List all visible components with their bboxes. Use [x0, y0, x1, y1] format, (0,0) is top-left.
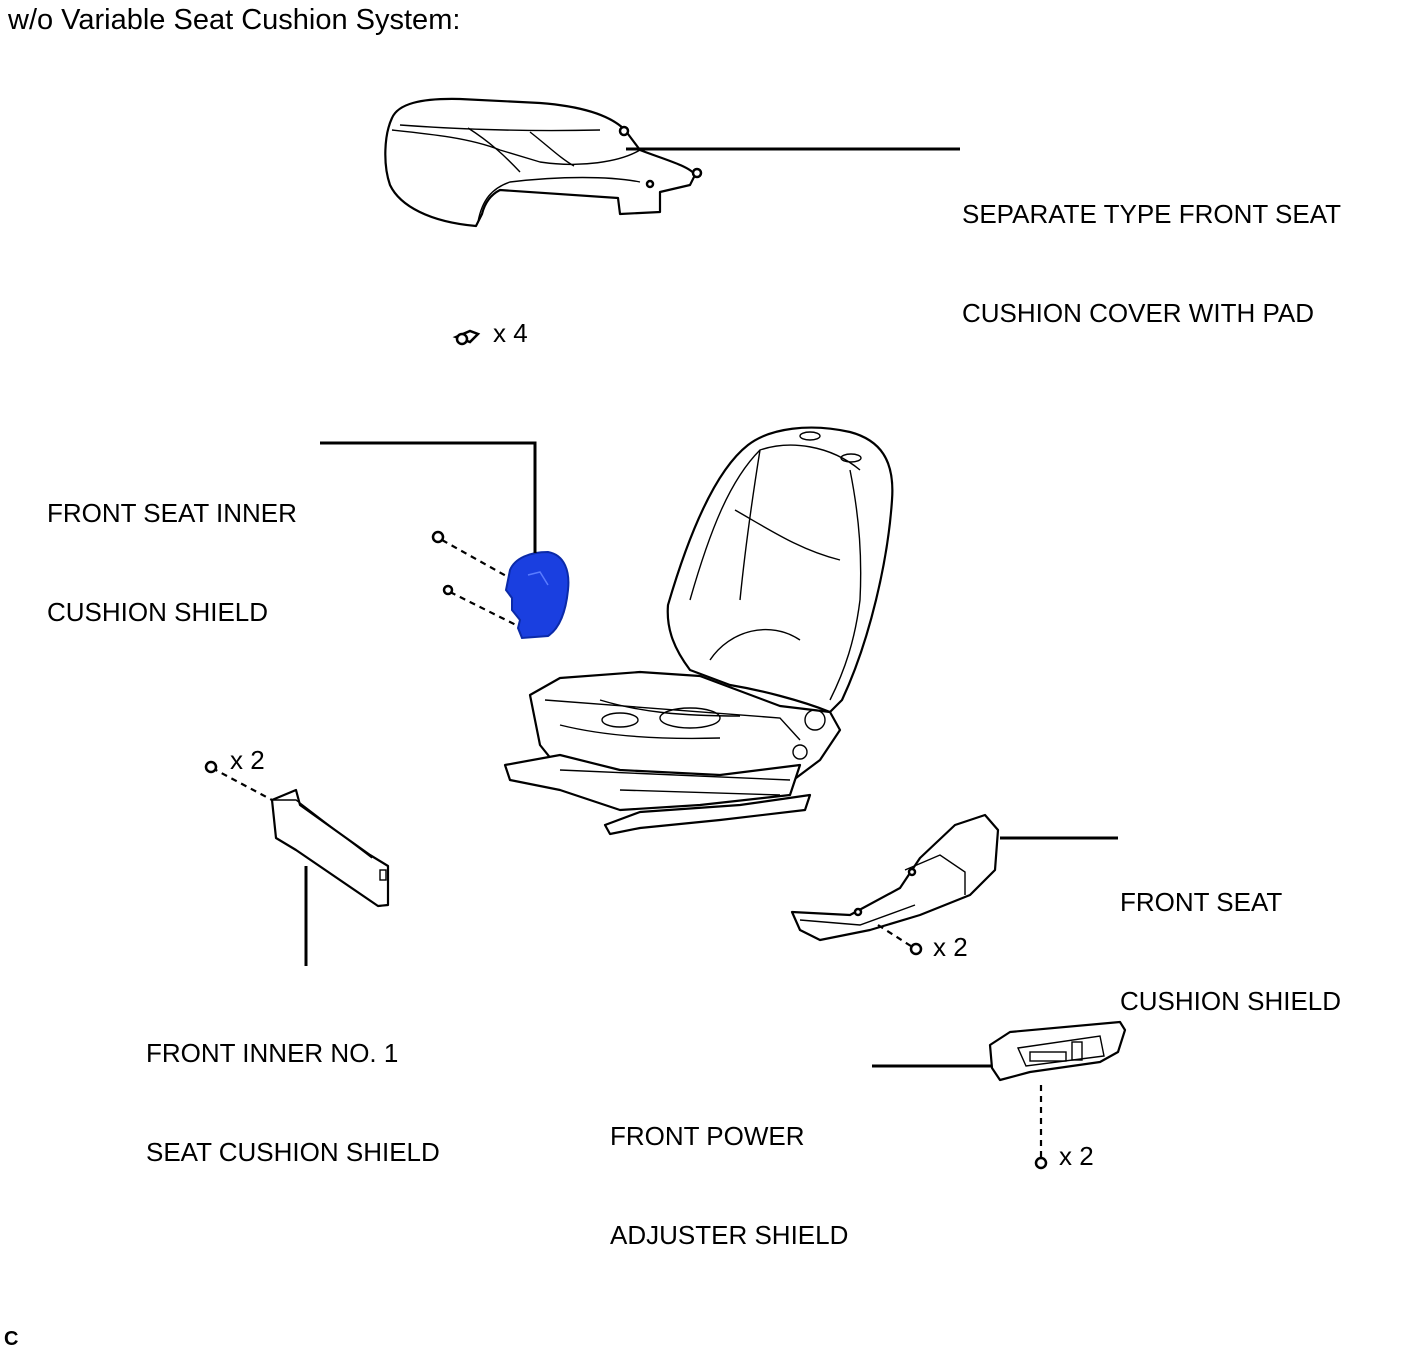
- label-line: FRONT POWER: [610, 1121, 805, 1151]
- screw-dash-line: [877, 924, 915, 949]
- clip-icon: [452, 329, 481, 346]
- inner-cushion-shield-leader-line: [320, 441, 537, 553]
- label-line: FRONT INNER NO. 1: [146, 1038, 399, 1068]
- cushion-shield-label: FRONT SEAT CUSHION SHIELD: [1120, 820, 1341, 1051]
- label-line: SEPARATE TYPE FRONT SEAT: [962, 199, 1342, 229]
- corner-mark: C: [4, 1328, 19, 1350]
- screw-dash-line: [441, 539, 509, 578]
- label-line: CUSHION SHIELD: [47, 597, 269, 627]
- screw-icon: [1034, 1156, 1048, 1170]
- power-adjuster-shield-illustration: [988, 1020, 1127, 1082]
- label-line: FRONT SEAT: [1120, 887, 1283, 917]
- inner-no1-screw-quantity: x 2: [230, 745, 265, 775]
- screw-dash-line: [449, 591, 517, 626]
- adjuster-screw-quantity: x 2: [1059, 1141, 1094, 1171]
- cushion-shield-illustration: [790, 813, 1000, 942]
- inner-cushion-shield-label: FRONT SEAT INNER CUSHION SHIELD: [47, 431, 297, 662]
- label-line: CUSHION COVER WITH PAD: [962, 298, 1314, 328]
- cushion-cover-label: SEPARATE TYPE FRONT SEAT CUSHION COVER W…: [962, 132, 1341, 363]
- inner-no1-shield-illustration: [270, 788, 390, 908]
- inner-no1-shield-label: FRONT INNER NO. 1 SEAT CUSHION SHIELD: [146, 971, 440, 1202]
- seat-cushion-cover-illustration: [384, 97, 703, 228]
- screw-icon: [442, 584, 454, 596]
- screw-icon: [204, 760, 218, 774]
- power-adjuster-shield-label: FRONT POWER ADJUSTER SHIELD: [610, 1054, 848, 1285]
- highlight-detail: [527, 571, 549, 586]
- screw-icon: [909, 942, 923, 956]
- label-line: FRONT SEAT INNER: [47, 498, 297, 528]
- inner-cushion-shield-highlight: [504, 550, 570, 640]
- seat-assembly-illustration: [503, 426, 894, 836]
- cushion-shield-screw-quantity: x 2: [933, 932, 968, 962]
- label-line: CUSHION SHIELD: [1120, 986, 1342, 1016]
- clip-quantity: x 4: [493, 318, 528, 348]
- diagram-title: w/o Variable Seat Cushion System:: [8, 4, 461, 36]
- label-line: SEAT CUSHION SHIELD: [146, 1137, 440, 1167]
- screw-icon: [431, 530, 445, 544]
- screw-dash-line: [211, 767, 273, 801]
- label-line: ADJUSTER SHIELD: [610, 1220, 849, 1250]
